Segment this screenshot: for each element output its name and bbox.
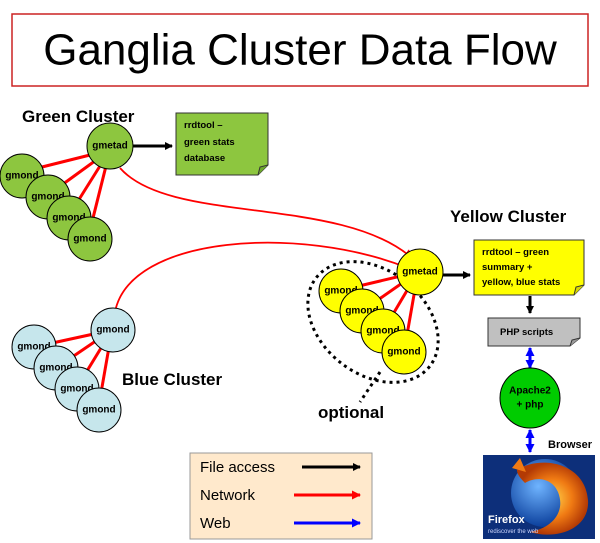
title-box xyxy=(11,13,589,87)
yellow-cluster: gmond gmond gmond gmond gmetad xyxy=(318,248,444,375)
legend-item-network: Network xyxy=(200,487,361,504)
svg-text:Network: Network xyxy=(200,487,256,504)
legend-item-file-access: File access xyxy=(200,459,361,476)
green-to-yellow-network-arrow xyxy=(119,167,413,259)
green-cluster: gmond gmond gmond gmond gmetad Green Clu… xyxy=(0,107,135,262)
php-scripts-note: PHP scripts xyxy=(487,317,581,347)
blue-gmond-node: gmond xyxy=(90,307,136,353)
green-note-line: green stats xyxy=(184,137,235,148)
svg-text:gmond: gmond xyxy=(73,234,106,245)
blue-cluster-label: Blue Cluster xyxy=(122,370,223,389)
green-gmond-node: gmond xyxy=(67,216,113,262)
apache-node: Apache2 + php xyxy=(499,367,561,429)
browser-label: Browser xyxy=(548,439,593,451)
svg-text:gmond: gmond xyxy=(17,342,50,353)
optional-group-outline xyxy=(306,260,440,384)
svg-text:gmond: gmond xyxy=(39,363,72,374)
svg-text:File access: File access xyxy=(200,459,275,476)
optional-pointer xyxy=(358,371,382,403)
legend: File access Network Web xyxy=(189,452,373,540)
yellow-rrdtool-note: rrdtool – green summary + yellow, blue s… xyxy=(473,239,585,296)
yellow-note-line: summary + xyxy=(482,262,533,273)
green-cluster-label: Green Cluster xyxy=(22,107,135,126)
yellow-cluster-label: Yellow Cluster xyxy=(450,207,567,226)
blue-cluster: gmond gmond gmond gmond gmond Blue Clust… xyxy=(11,307,223,433)
apache-sublabel: + php xyxy=(517,400,544,411)
svg-text:gmond: gmond xyxy=(324,286,357,297)
firefox-tagline: rediscover the web xyxy=(488,529,539,535)
legend-item-web: Web xyxy=(200,515,361,532)
svg-text:gmetad: gmetad xyxy=(402,267,438,278)
svg-text:gmond: gmond xyxy=(5,171,38,182)
firefox-icon: Firefox rediscover the web xyxy=(483,455,595,539)
svg-text:gmond: gmond xyxy=(31,192,64,203)
svg-text:gmetad: gmetad xyxy=(92,141,128,152)
svg-text:gmond: gmond xyxy=(366,326,399,337)
svg-text:gmond: gmond xyxy=(387,347,420,358)
optional-label: optional xyxy=(318,403,384,422)
yellow-note-line: yellow, blue stats xyxy=(482,277,560,288)
green-rrdtool-note: rrdtool – green stats database xyxy=(175,112,269,176)
yellow-note-line: rrdtool – green xyxy=(482,247,549,258)
svg-text:gmond: gmond xyxy=(60,384,93,395)
blue-gmond-node: gmond xyxy=(76,387,122,433)
firefox-brand: Firefox xyxy=(488,514,526,526)
svg-text:gmond: gmond xyxy=(82,405,115,416)
svg-text:gmond: gmond xyxy=(96,325,129,336)
green-note-line: database xyxy=(184,153,225,164)
svg-text:gmond: gmond xyxy=(345,306,378,317)
green-gmetad-node: gmetad xyxy=(86,122,134,170)
svg-text:gmond: gmond xyxy=(52,213,85,224)
yellow-gmetad-node: gmetad xyxy=(396,248,444,296)
apache-label: Apache2 xyxy=(509,386,551,397)
green-note-line: rrdtool – xyxy=(184,120,223,131)
blue-to-yellow-network-arrow xyxy=(114,241,409,313)
page-title: Ganglia Cluster Data Flow xyxy=(43,26,557,75)
php-scripts-label: PHP scripts xyxy=(500,327,553,338)
svg-text:Web: Web xyxy=(200,515,231,532)
yellow-gmond-node: gmond xyxy=(381,329,427,375)
